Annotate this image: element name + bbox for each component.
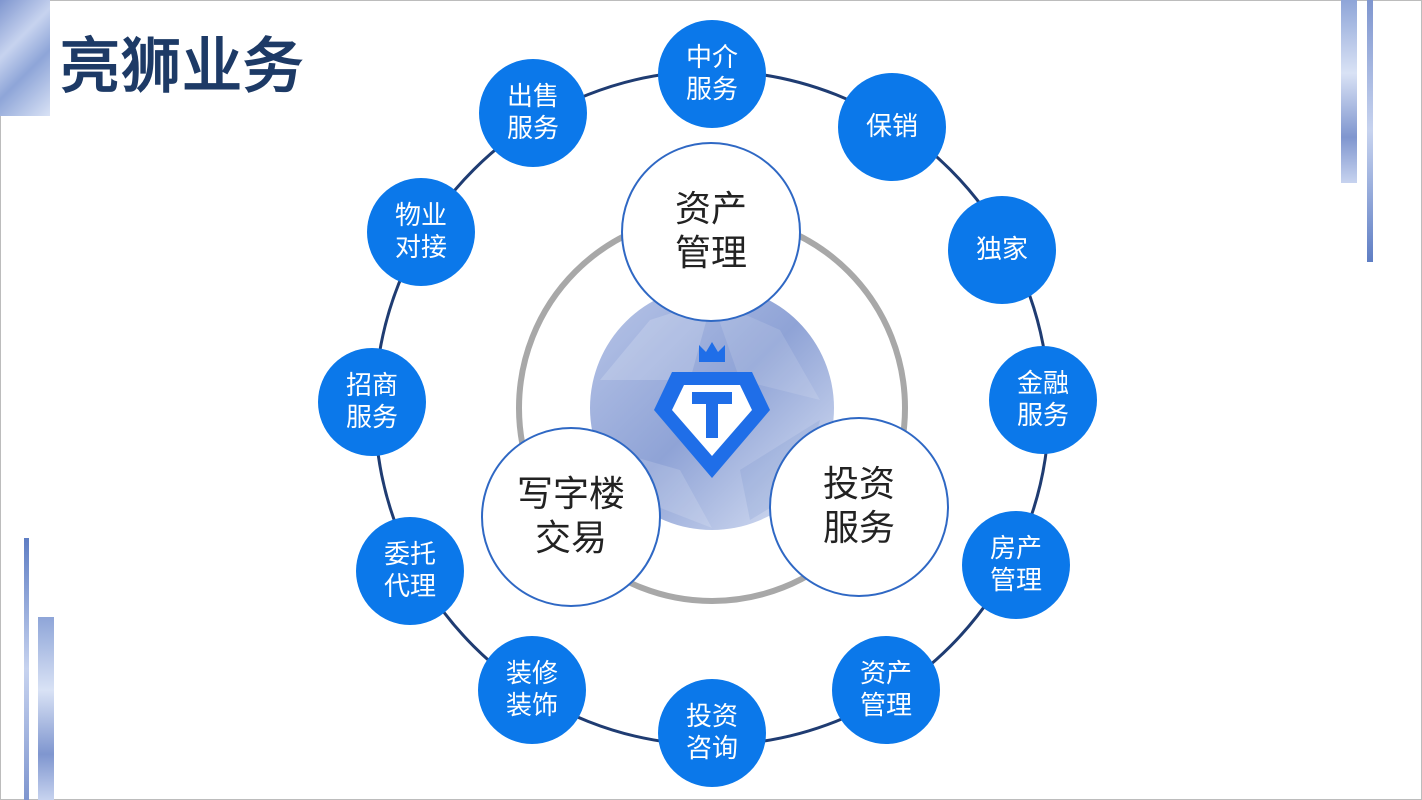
lion-crown-shield-icon [654, 342, 770, 478]
core-asset-management: 资产 管理 [621, 142, 801, 322]
service-finance[interactable]: 金融 服务 [989, 346, 1097, 454]
service-agency[interactable]: 中介 服务 [658, 20, 766, 128]
service-investment-consulting[interactable]: 投资 咨询 [658, 679, 766, 787]
decor-right-stripe-1 [1341, 0, 1357, 183]
service-decoration[interactable]: 装修 装饰 [478, 636, 586, 744]
service-property-link[interactable]: 物业 对接 [367, 178, 475, 286]
service-sales-guarantee[interactable]: 保销 [838, 73, 946, 181]
core-investment-service: 投资 服务 [769, 417, 949, 597]
service-property-management[interactable]: 房产 管理 [962, 511, 1070, 619]
service-entrusted-agency[interactable]: 委托 代理 [356, 517, 464, 625]
core-office-trading: 写字楼 交易 [481, 427, 661, 607]
service-asset-management[interactable]: 资产 管理 [832, 636, 940, 744]
decor-left-stripe-2 [38, 617, 54, 800]
decor-left-stripe-1 [24, 538, 29, 800]
service-sale[interactable]: 出售 服务 [479, 59, 587, 167]
decor-top-left-block [0, 0, 50, 116]
service-exclusive[interactable]: 独家 [948, 196, 1056, 304]
decor-right-stripe-2 [1367, 0, 1373, 262]
page-title: 亮狮业务 [60, 32, 304, 102]
service-merchant[interactable]: 招商 服务 [318, 348, 426, 456]
